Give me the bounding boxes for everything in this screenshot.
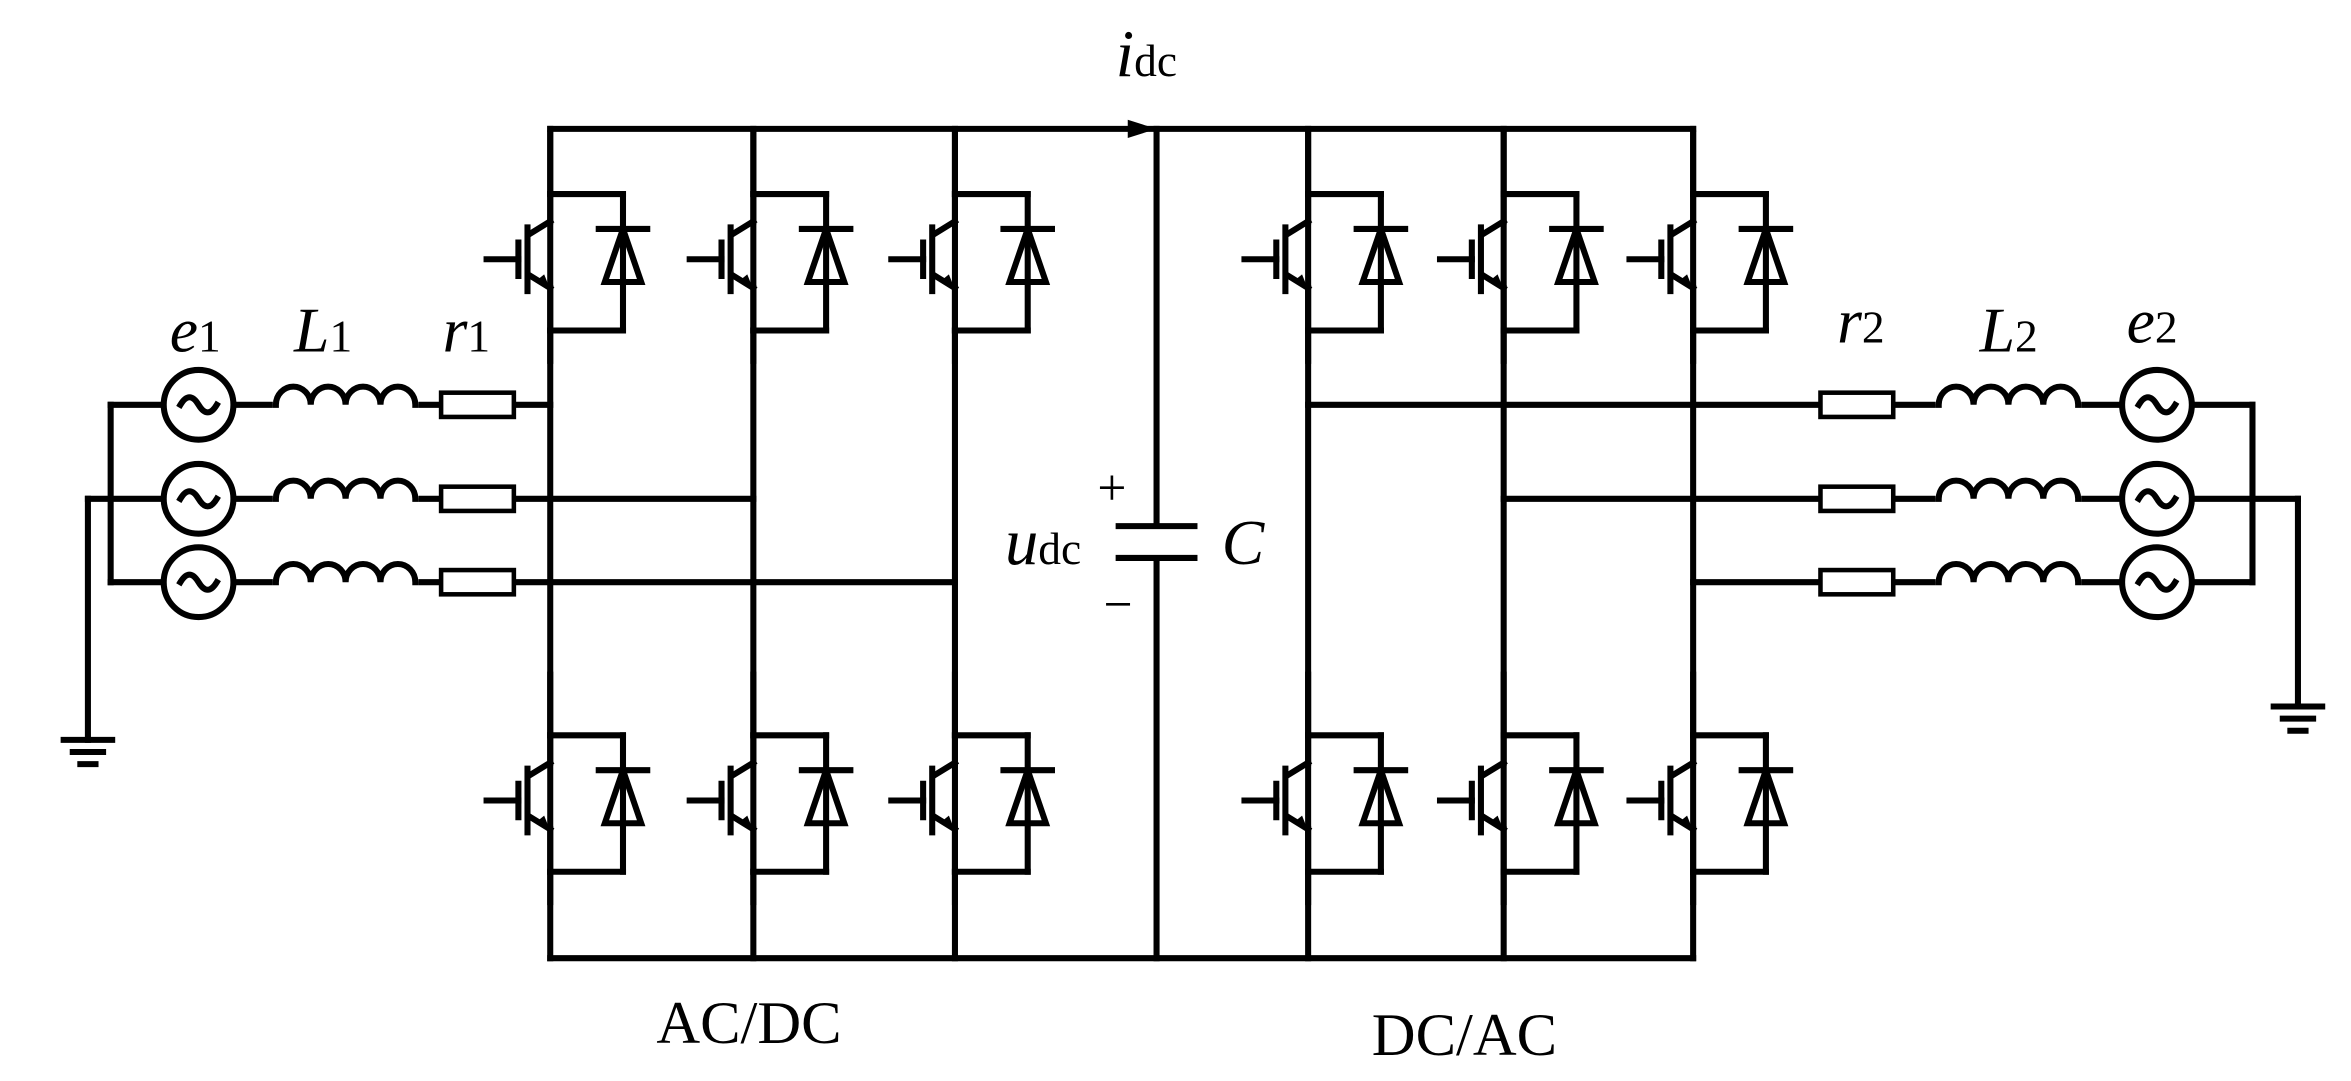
rectifier-upper-switch-b xyxy=(690,133,851,360)
capacitor-plus-label: + xyxy=(1097,460,1126,517)
inverter-bridge xyxy=(1244,125,1790,962)
right-ground-icon xyxy=(2274,707,2323,731)
left-source-b-icon xyxy=(164,464,234,534)
right-source-b-icon xyxy=(2122,464,2192,534)
rectifier-upper-switch-a xyxy=(487,133,648,360)
left-resistor-a-icon xyxy=(441,393,514,417)
inverter-upper-switch-b xyxy=(1440,133,1601,360)
inverter-lower-switch-a xyxy=(1244,675,1405,902)
labels: idc + − udc C e1 L1 r1 r2 L2 e2 AC/DC DC… xyxy=(170,18,2178,1069)
left-ac-grid xyxy=(64,370,958,764)
inverter-lower-switch-c xyxy=(1629,675,1790,902)
right-resistor-a-icon xyxy=(1820,393,1893,417)
rectifier-lower-switch-b xyxy=(690,675,851,902)
rectifier-lower-switch-c xyxy=(891,675,1052,902)
right-resistor-b-icon xyxy=(1820,487,1893,511)
inverter-label: DC/AC xyxy=(1372,1002,1557,1069)
right-ac-grid xyxy=(1305,370,2323,731)
rectifier-upper-switch-c xyxy=(891,133,1052,360)
inverter-upper-switch-a xyxy=(1244,133,1405,360)
left-inductor-label: L1 xyxy=(293,295,352,366)
right-source-c-icon xyxy=(2122,547,2192,617)
left-resistor-label: r1 xyxy=(443,295,491,366)
left-resistor-b-icon xyxy=(441,487,514,511)
right-source-a-icon xyxy=(2122,370,2192,440)
left-resistor-c-icon xyxy=(441,570,514,594)
inverter-lower-switch-b xyxy=(1440,675,1601,902)
right-resistor-label: r2 xyxy=(1837,286,1885,357)
rectifier-bridge xyxy=(487,125,1052,962)
left-ground-icon xyxy=(64,740,113,764)
right-source-label: e2 xyxy=(2127,286,2178,357)
dc-voltage-label: udc xyxy=(1005,506,1081,579)
capacitor-label: C xyxy=(1222,507,1266,578)
rectifier-lower-switch-a xyxy=(487,675,648,902)
left-source-c-icon xyxy=(164,547,234,617)
dc-current-arrow xyxy=(1127,119,1157,138)
dc-current-label: idc xyxy=(1116,18,1177,91)
rectifier-label: AC/DC xyxy=(656,990,841,1057)
left-source-a-icon xyxy=(164,370,234,440)
right-inductor-label: L2 xyxy=(1979,295,2038,366)
right-resistor-c-icon xyxy=(1820,570,1893,594)
inverter-upper-switch-c xyxy=(1629,133,1790,360)
left-source-label: e1 xyxy=(170,295,221,366)
capacitor-minus-label: − xyxy=(1103,577,1132,634)
